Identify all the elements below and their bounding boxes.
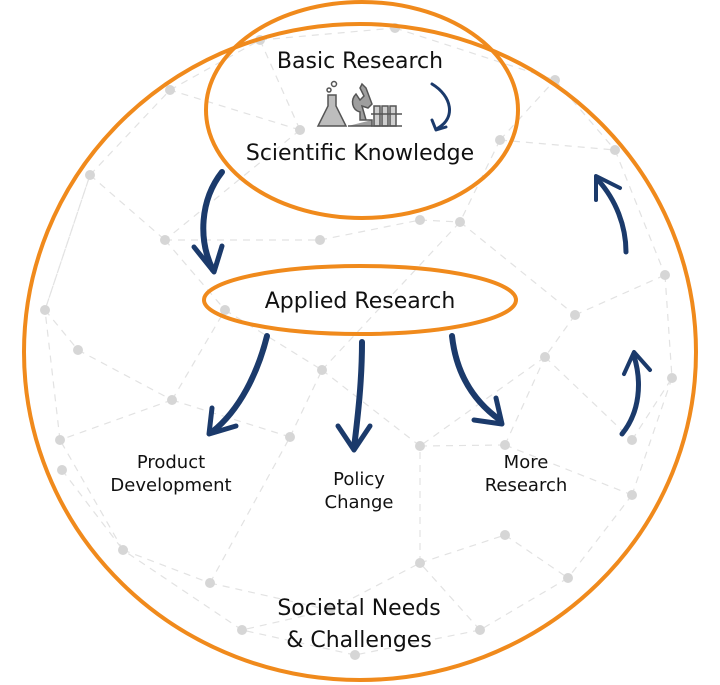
more-research-label: More Research [485,452,568,497]
basic-research-ring [204,0,520,220]
more-line1: More [503,452,549,473]
arrow-right-upper [595,177,629,255]
applied-research-label: Applied Research [264,289,456,314]
scientific-knowledge-label: Scientific Knowledge [245,141,475,166]
applied-research-ring [202,264,518,336]
basic-research-label: Basic Research [276,49,444,74]
societal-needs-ring [22,22,698,682]
arrow-basic-to-applied [200,169,225,273]
product-line1: Product [136,452,206,473]
more-line2: Research [484,474,568,496]
network-background [44,27,673,656]
policy-change-label: Policy Change [325,469,394,514]
arrow-right-lower [619,353,641,437]
societal-line1: Societal Needs [277,596,441,621]
arrow-to-more-research [449,333,503,423]
flow-arrows [191,82,652,453]
arrow-to-policy [351,339,365,451]
product-development-label: Product Development [110,452,231,497]
product-line2: Development [110,474,232,496]
policy-line2: Change [324,491,394,513]
arrow-to-product [209,333,270,435]
arrow-basic-to-knowledge [430,82,451,130]
societal-needs-label: Societal Needs & Challenges [277,593,440,657]
lab-equipment-icon [316,80,402,127]
network-dots [40,23,677,660]
policy-line1: Policy [333,469,385,490]
societal-line2: & Challenges [286,627,432,653]
